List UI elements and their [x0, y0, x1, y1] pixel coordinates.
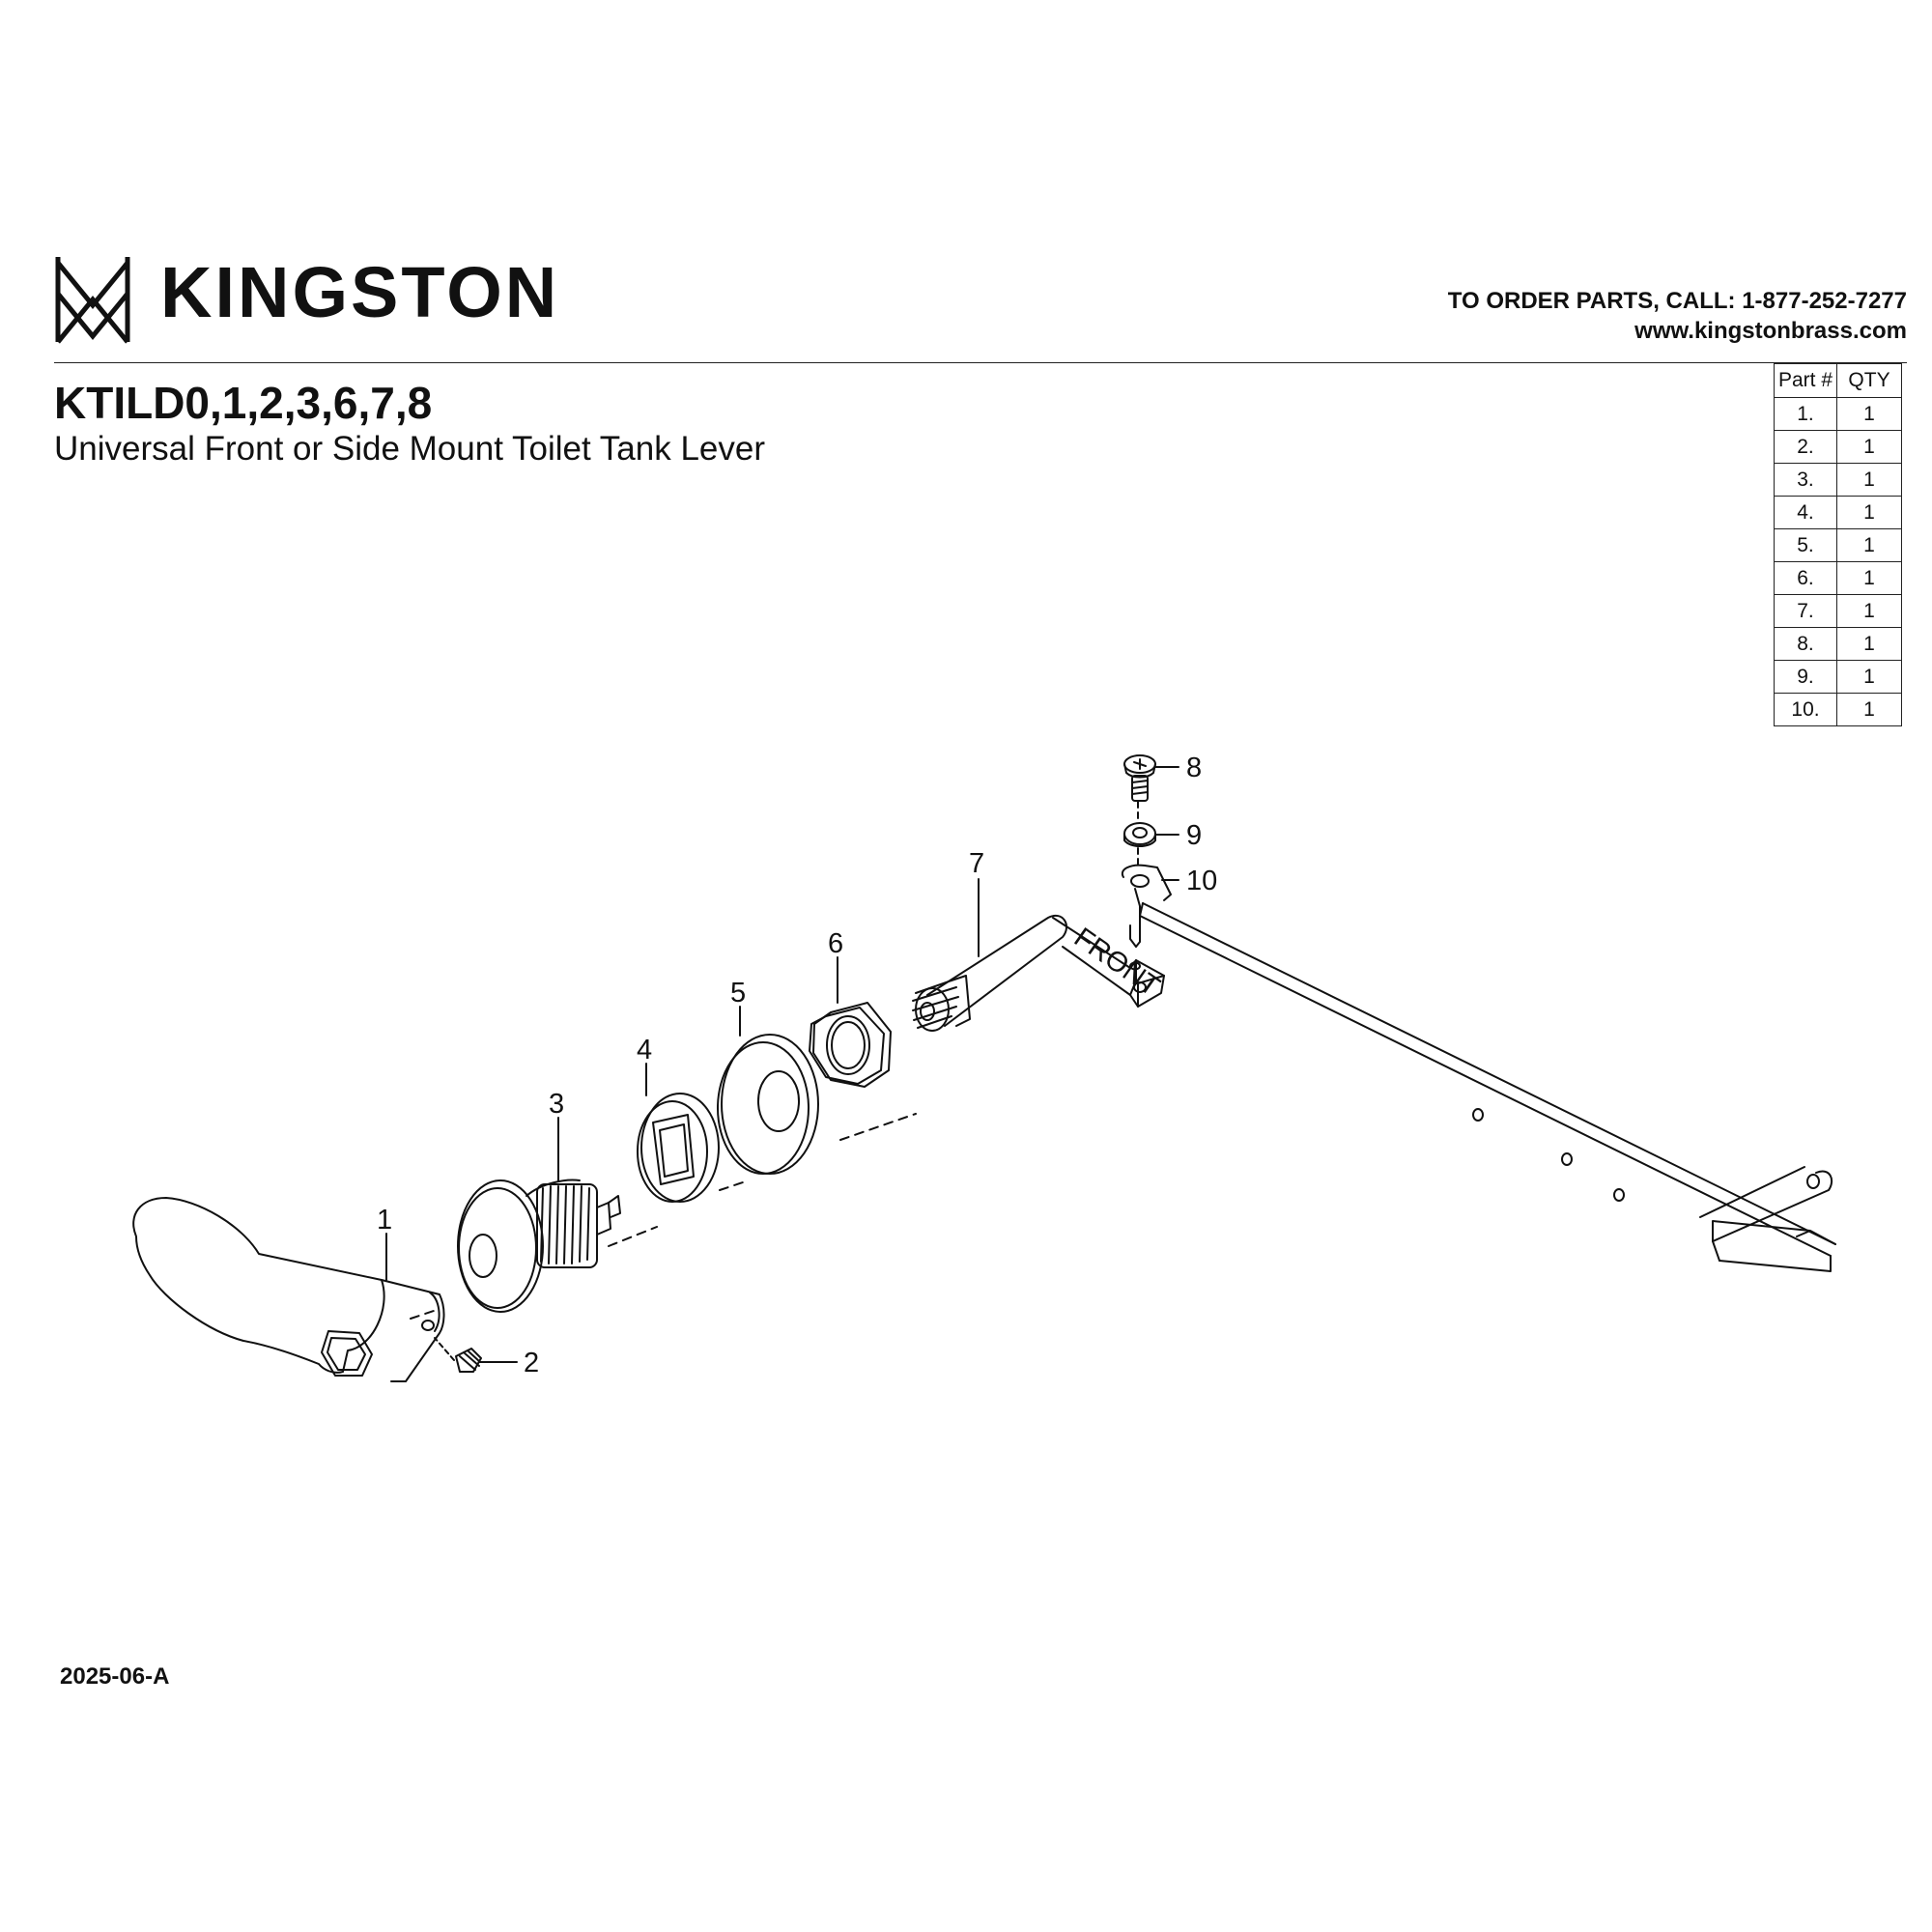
- callout-2: 2: [524, 1348, 539, 1378]
- header-divider: [54, 362, 1907, 363]
- callout-6: 6: [828, 928, 843, 959]
- callout-4: 4: [637, 1035, 652, 1065]
- table-row: 1.1: [1774, 397, 1902, 431]
- order-phone: TO ORDER PARTS, CALL: 1-877-252-7277: [1447, 288, 1907, 314]
- part-qty: 1: [1836, 693, 1902, 726]
- part-qty: 1: [1836, 430, 1902, 464]
- parts-header-qty: QTY: [1836, 363, 1902, 398]
- part-3-flange-body: [457, 1179, 621, 1313]
- part-6-hex-nut: [809, 1002, 892, 1088]
- table-row: 10.1: [1774, 693, 1902, 726]
- table-row: 8.1: [1774, 627, 1902, 661]
- callout-9: 9: [1186, 820, 1202, 851]
- part-qty: 1: [1836, 660, 1902, 694]
- parts-header-part: Part #: [1774, 363, 1837, 398]
- part-8-screw: [1123, 754, 1179, 802]
- table-row: 3.1: [1774, 463, 1902, 497]
- model-number: KTILD0,1,2,3,6,7,8: [54, 378, 433, 428]
- part-number: 3.: [1774, 463, 1837, 497]
- parts-table: Part # QTY 1.1 2.1 3.1 4.1 5.1 6.1 7.1 8…: [1774, 363, 1902, 726]
- table-row: 4.1: [1774, 496, 1902, 529]
- table-row: 6.1: [1774, 561, 1902, 595]
- contact-info: TO ORDER PARTS, CALL: 1-877-252-7277 www…: [1448, 286, 1907, 346]
- part-number: 9.: [1774, 660, 1837, 694]
- part-4-square-washer: [637, 1093, 720, 1203]
- table-row: 2.1: [1774, 430, 1902, 464]
- website-link[interactable]: www.kingstonbrass.com: [1634, 318, 1907, 344]
- callout-1: 1: [377, 1205, 392, 1236]
- part-number: 8.: [1774, 627, 1837, 661]
- table-row: 9.1: [1774, 660, 1902, 694]
- table-row: 5.1: [1774, 528, 1902, 562]
- part-qty: 1: [1836, 561, 1902, 595]
- callout-10: 10: [1186, 866, 1217, 896]
- part-qty: 1: [1836, 627, 1902, 661]
- part-number: 5.: [1774, 528, 1837, 562]
- part-7-shaft: [912, 915, 1165, 1032]
- callout-7: 7: [969, 848, 984, 879]
- part-5-flat-washer: [717, 1034, 819, 1175]
- part-2-set-screw: [455, 1348, 518, 1373]
- set-screw-axis: [434, 1337, 455, 1361]
- arm-stamp: FRONT: [1068, 923, 1165, 1004]
- kingston-logo-icon: [55, 257, 130, 344]
- revision-code: 2025-06-A: [60, 1663, 170, 1690]
- product-description: Universal Front or Side Mount Toilet Tan…: [54, 430, 766, 468]
- part-number: 7.: [1774, 594, 1837, 628]
- brand-name: KINGSTON: [160, 252, 560, 332]
- callout-5: 5: [730, 978, 746, 1009]
- callout-3: 3: [549, 1089, 564, 1120]
- part-number: 2.: [1774, 430, 1837, 464]
- part-number: 10.: [1774, 693, 1837, 726]
- part-9-lock-washer: [1123, 822, 1179, 847]
- assembly-axis: [410, 1113, 917, 1320]
- callout-8: 8: [1186, 753, 1202, 783]
- part-number: 1.: [1774, 397, 1837, 431]
- part-1-handle: [132, 1197, 445, 1382]
- part-10-trip-arm: [1121, 864, 1836, 1272]
